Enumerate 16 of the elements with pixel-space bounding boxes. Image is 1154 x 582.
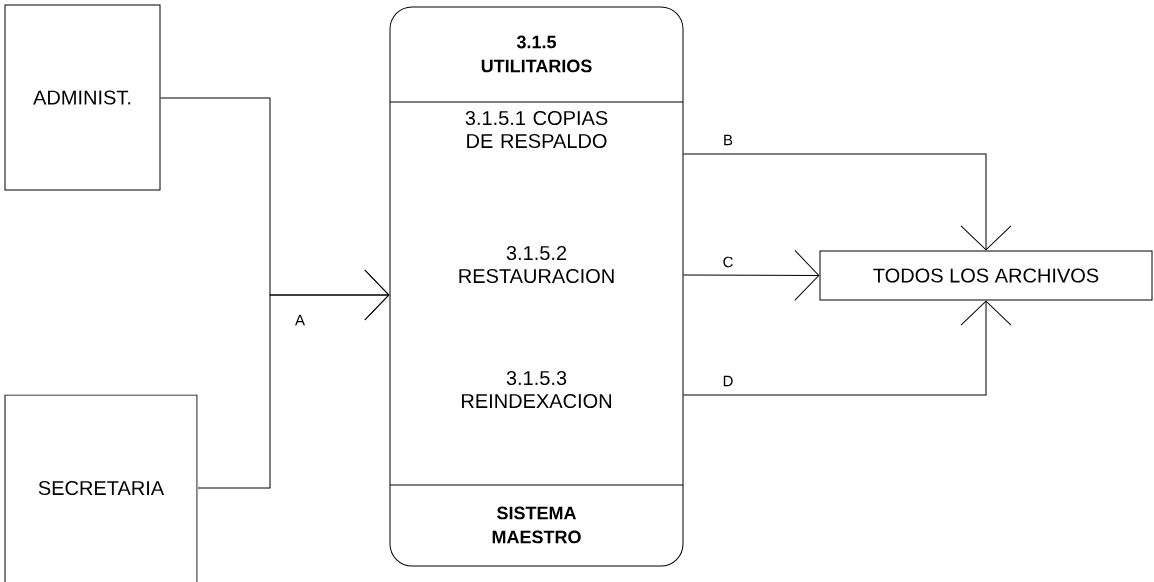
- edge-label: C: [721, 255, 735, 269]
- entity-box: ADMINIST.: [4, 4, 161, 191]
- subprocess-text: 3.1.5.2 RESTAURACION: [459, 245, 614, 284]
- entity-box: SECRETARIA: [4, 394, 198, 582]
- edge-label: A: [294, 313, 306, 327]
- edge-label: B: [722, 133, 734, 147]
- edge-label: D: [721, 374, 735, 388]
- entity-box: TODOS LOS ARCHIVOS: [819, 250, 1153, 301]
- arrow: [197, 269, 390, 489]
- arrow: [683, 249, 820, 301]
- arrow: [683, 300, 1012, 396]
- process-heading: 3.1.5 UTILITARIOS: [481, 35, 592, 73]
- subprocess-text: 3.1.5.3 REINDEXACION: [462, 370, 611, 409]
- process-heading: SISTEMA MAESTRO: [492, 506, 581, 544]
- subprocess-text: 3.1.5.1 COPIAS DE RESPALDO: [465, 110, 608, 149]
- arrow: [683, 153, 1012, 251]
